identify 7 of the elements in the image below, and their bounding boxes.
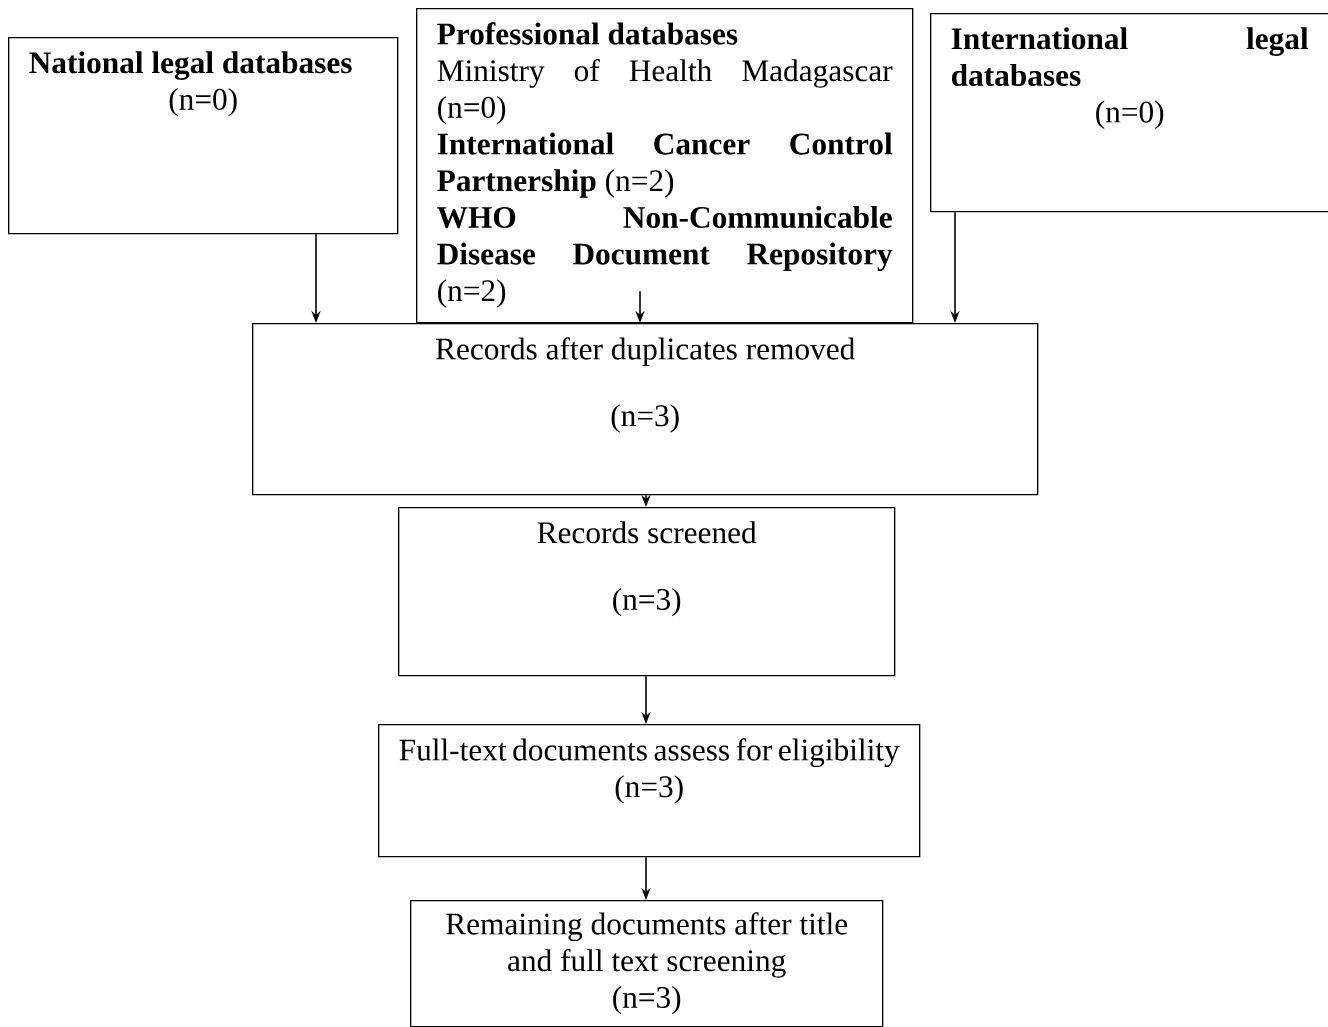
process-box: Professional databases Ministry of Health Madagascar (n=0) International Cancer Control Partnership (n=2) WHO Non-Communicable Disease Document Repository (n=2) [416,8,914,324]
process-box: Full-text documents assess for eligibility (n=3) [378,724,921,858]
process-box: Records screened (n=3) [398,507,896,677]
process-box: Remaining documents after title and full text screening (n=3) [410,900,884,1027]
process-box: National legal databases (n=0) [8,37,399,235]
process-box: International legal databases (n=0) [930,13,1328,213]
process-box: Records after duplicates removed (n=3) [252,323,1039,496]
